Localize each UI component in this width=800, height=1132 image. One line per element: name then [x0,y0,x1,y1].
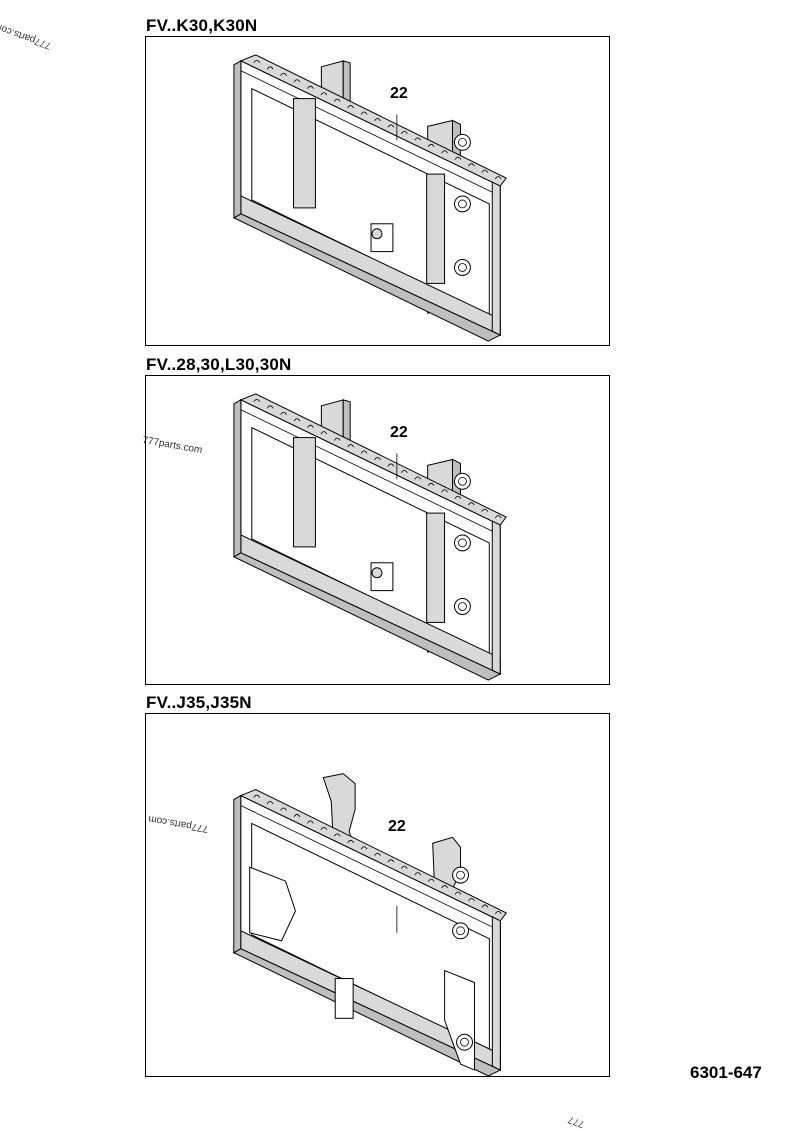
center-bracket-pin [371,567,383,579]
bolt-inner-1 [458,137,467,147]
left-post [233,794,242,954]
bolt-3 [454,598,471,615]
center-plate [334,978,354,1019]
slot-left [293,437,316,548]
bolt-1 [454,472,471,490]
left-post [233,59,242,219]
bolt-3 [454,259,471,276]
bolt-1 [452,866,469,884]
top-bar [239,393,507,526]
bolt-inner-2 [456,926,465,936]
bolt-inner-1 [458,476,467,486]
drawing-number: 6301-647 [690,1063,762,1082]
left-post [233,398,242,558]
bolt-3 [456,1033,473,1051]
carriage-drawing-3 [232,773,508,1076]
bolt-2 [454,195,471,213]
top-bar [239,54,507,187]
callout-label-2: 22 [390,424,408,441]
bolt-2 [452,922,469,940]
panel-title-2: FV..28,30,L30,30N [146,355,292,374]
callout-label-1: 22 [390,85,408,102]
bolt-inner-3 [460,1037,469,1047]
right-post [491,181,501,336]
top-bar-edge [240,70,501,197]
panel-title-1: FV..K30,K30N [146,16,258,35]
right-post [491,916,501,1071]
bolt-inner-3 [458,263,467,272]
right-post [491,520,501,675]
diagram-panel-1: 22 [145,36,610,346]
bolt-inner-2 [458,199,467,209]
panel-title-3: FV..J35,J35N [146,693,252,712]
slot-right [426,512,446,623]
top-bar [239,789,508,922]
cutout-left [249,866,296,942]
watermark-bottom: 777 [566,1113,587,1130]
top-bar-edge [240,805,501,932]
callout-label-3: 22 [388,818,406,835]
center-bracket-pin [371,228,383,240]
carriage-drawing-2 [232,393,507,681]
watermark-top-left: 777parts.com [0,19,53,52]
diagram-panel-2: 22 [145,375,610,685]
bolt-1 [454,133,471,151]
bolt-inner-1 [456,870,465,880]
slot-right [426,173,446,284]
bolt-2 [454,534,471,552]
carriage-drawing-1 [232,54,507,342]
top-bar-edge [240,409,501,536]
top-bar-teeth [253,59,502,180]
diagram-panel-3: 22 [145,713,610,1077]
top-bar-teeth [253,794,502,915]
bolt-inner-3 [458,602,467,611]
slot-left [293,98,316,209]
bolt-inner-2 [458,538,467,548]
top-bar-teeth [253,398,502,519]
